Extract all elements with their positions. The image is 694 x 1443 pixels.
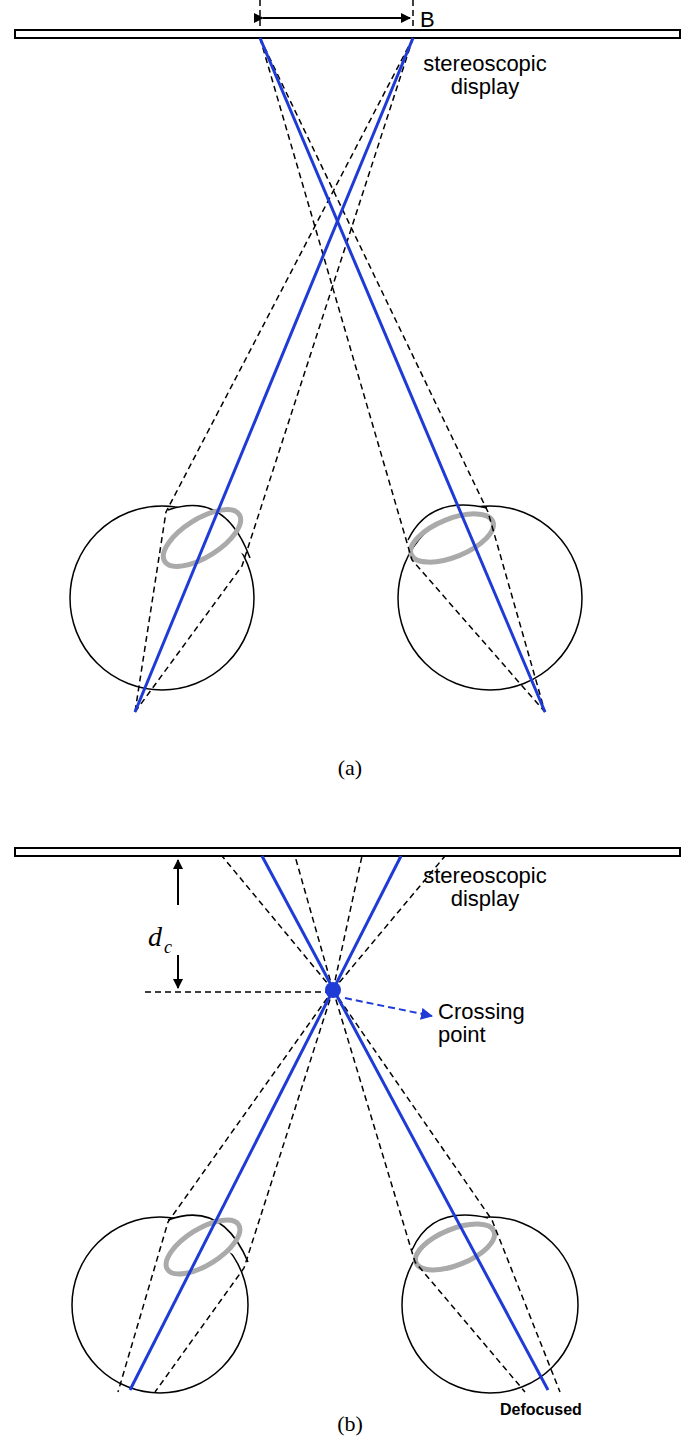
display-label: stereoscopic display xyxy=(410,52,560,98)
panel-label: (a) xyxy=(320,756,380,779)
panel-label: (b) xyxy=(320,1412,380,1435)
dimension-label: c xyxy=(164,938,180,957)
note-label: Defocused xyxy=(500,1402,610,1419)
display-label: stereoscopic display xyxy=(410,864,560,910)
dimension-label: B xyxy=(420,8,450,31)
callout-label: Crossing point xyxy=(438,1000,558,1046)
